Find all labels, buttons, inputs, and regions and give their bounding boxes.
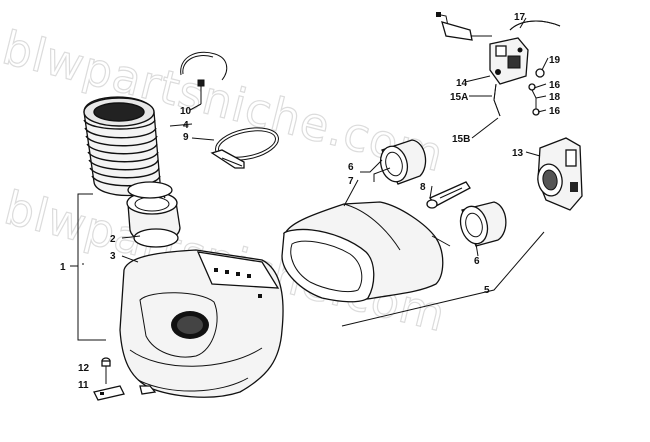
leader-lines: [70, 17, 549, 341]
callout-3: 3: [110, 251, 116, 262]
callout-12: 12: [78, 363, 90, 374]
callout-19: 19: [549, 55, 561, 66]
callout-8: 8: [420, 182, 426, 193]
callout-16-bottom: 16: [549, 106, 561, 117]
callout-4: 4: [183, 120, 189, 131]
strap-part-8: [426, 181, 471, 209]
intake-duct-part-7: [281, 201, 451, 303]
bellows-part-4: [83, 96, 161, 197]
boot-part-2: [126, 181, 181, 248]
callout-15b: 15B: [452, 134, 470, 145]
bracket-part-11: [93, 385, 125, 401]
callout-14: 14: [456, 78, 468, 89]
callout-1: 1: [60, 262, 66, 273]
callout-15a: 15A: [450, 92, 468, 103]
callout-13: 13: [512, 148, 524, 159]
callout-6-bottom: 6: [474, 256, 480, 267]
airbox-part-3: [119, 249, 284, 398]
throttle-body-part-13: [537, 137, 583, 211]
callout-11: 11: [78, 380, 89, 391]
callout-7: 7: [348, 176, 354, 187]
callout-10: 10: [180, 106, 192, 117]
nut-part-12: [101, 357, 111, 384]
coupler-part-6-top: [379, 139, 427, 185]
callout-9: 9: [183, 132, 189, 143]
clamp-ring-part-10: [180, 51, 228, 104]
callout-2: 2: [110, 234, 116, 245]
callout-6-top: 6: [348, 162, 354, 173]
callout-16-top: 16: [549, 80, 561, 91]
coupler-part-6-bottom: [459, 201, 507, 247]
callout-17: 17: [514, 12, 526, 23]
callout-5: 5: [484, 285, 490, 296]
hose-clamp-part-9: [210, 127, 279, 169]
callout-18: 18: [549, 92, 561, 103]
callout-labels: 1 2 3 4 5 6 6 7 8 9 10 11 12 13 14 15A 1…: [60, 12, 561, 391]
